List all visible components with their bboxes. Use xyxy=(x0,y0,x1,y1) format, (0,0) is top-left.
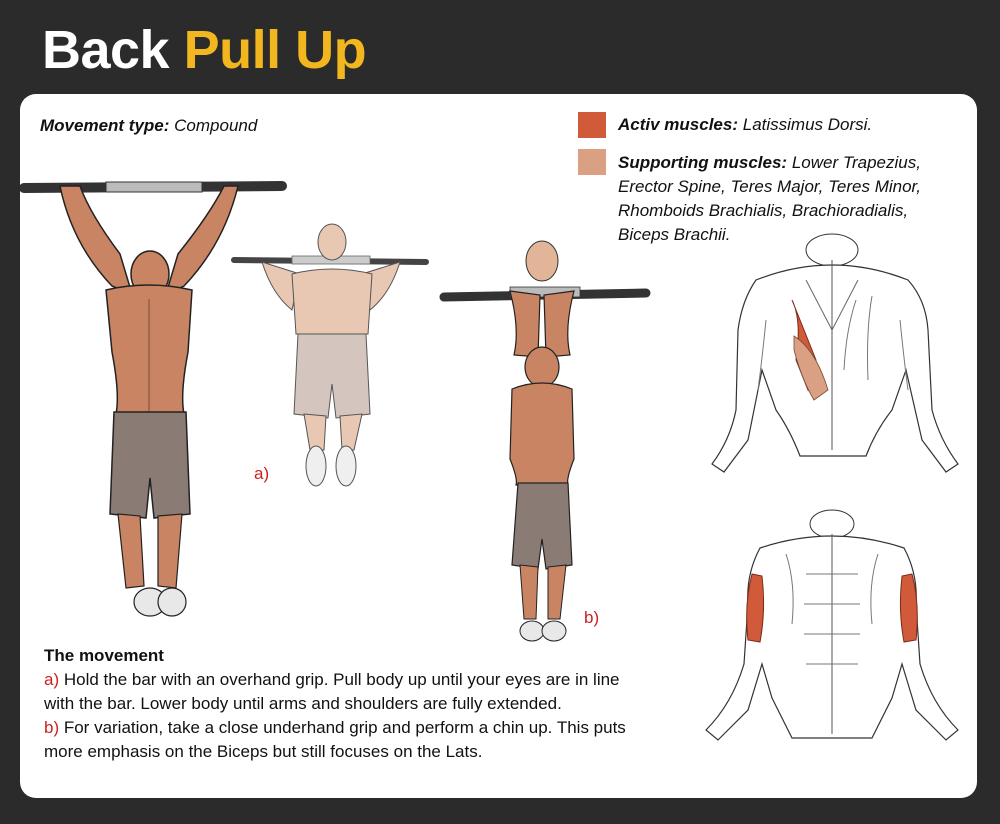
step-a-marker: a) xyxy=(44,670,60,689)
supporting-value-1: Lower Trapezius, xyxy=(791,153,921,172)
supporting-value-2: Erector Spine, Teres Major, Teres Minor, xyxy=(618,177,921,196)
page-title: Back Pull Up xyxy=(42,18,367,82)
figure-hanging-back-view xyxy=(20,181,287,617)
movement-type-label: Movement type: xyxy=(40,116,170,135)
movement-step-a: a) Hold the bar with an overhand grip. P… xyxy=(44,668,704,716)
supporting-value-4: Biceps Brachii. xyxy=(618,225,731,244)
step-a-text-1: Hold the bar with an overhand grip. Pull… xyxy=(59,670,620,689)
step-b-marker: b) xyxy=(44,718,60,737)
movement-heading: The movement xyxy=(44,646,164,665)
step-b-text-2: more emphasis on the Biceps but still fo… xyxy=(44,742,483,761)
supporting-muscle-swatch xyxy=(578,149,606,175)
movement-type-value: Compound xyxy=(174,116,258,135)
supporting-label: Supporting muscles: xyxy=(618,153,788,172)
active-label: Activ muscles: xyxy=(618,115,738,134)
supporting-value-3: Rhomboids Brachialis, Brachioradialis, xyxy=(618,201,909,220)
figure-label-b: b) xyxy=(584,608,600,627)
movement-description: The movement a) Hold the bar with an ove… xyxy=(44,644,704,764)
figure-label-a: a) xyxy=(254,464,270,483)
step-b-text-1: For variation, take a close underhand gr… xyxy=(59,718,626,737)
anatomy-back-view xyxy=(711,233,959,473)
figure-chin-up-b xyxy=(439,240,651,642)
anatomy-front-view xyxy=(705,509,959,741)
figure-hanging-a xyxy=(231,223,429,487)
movement-type: Movement type: Compound xyxy=(40,116,257,136)
step-a-text-2: with the bar. Lower body until arms and … xyxy=(44,694,562,713)
active-muscle-swatch xyxy=(578,112,606,138)
title-word-pull-up: Pull Up xyxy=(183,20,367,80)
movement-step-b: b) For variation, take a close underhand… xyxy=(44,716,704,764)
active-value: Latissimus Dorsi. xyxy=(742,115,873,134)
content-card: Movement type: Compound Activ muscles: L… xyxy=(20,94,977,798)
title-word-back: Back xyxy=(42,20,170,80)
